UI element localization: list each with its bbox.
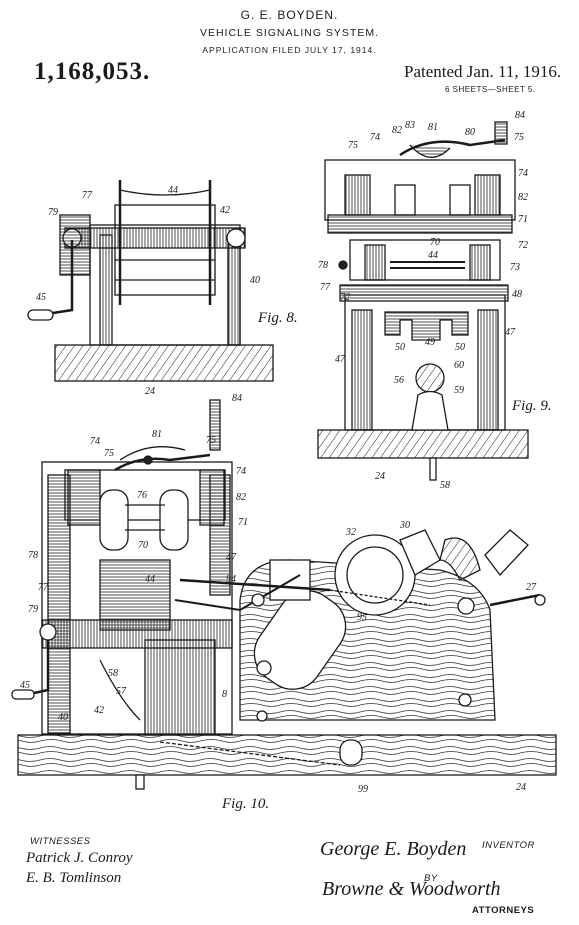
- label-77: 77: [38, 582, 49, 593]
- label-49: 49: [425, 337, 435, 348]
- label-82: 82: [236, 492, 246, 503]
- sheet-count: 6 SHEETS—SHEET 5.: [445, 85, 536, 94]
- label-81: 81: [428, 122, 438, 133]
- label-84: 84: [515, 110, 525, 121]
- inventor-signature: George E. Boyden: [320, 838, 467, 860]
- label-77: 77: [82, 190, 93, 201]
- label-95: 95: [357, 612, 367, 623]
- label-45: 45: [20, 680, 30, 691]
- witness-1-signature: Patrick J. Conroy: [26, 850, 133, 866]
- attorneys-label: ATTORNEYS: [472, 905, 535, 916]
- label-70: 70: [430, 237, 440, 248]
- label-45: 45: [36, 292, 46, 303]
- label-75b: 75: [206, 435, 216, 446]
- fig10-labels: 84 81 74 75 76 75 74 82 71 70 47 78 77 7…: [20, 393, 537, 812]
- label-24: 24: [375, 471, 385, 482]
- label-58: 58: [440, 480, 450, 491]
- attorneys-signature: Browne & Woodworth: [322, 878, 501, 900]
- label-47: 47: [226, 552, 237, 563]
- label-50b: 50: [455, 342, 465, 353]
- label-78: 78: [318, 260, 328, 271]
- label-47: 47: [505, 327, 516, 338]
- fig9-caption: Fig. 9.: [511, 398, 552, 414]
- label-78: 78: [28, 550, 38, 561]
- label-24: 24: [516, 782, 526, 793]
- label-48: 48: [512, 289, 522, 300]
- label-81: 81: [152, 429, 162, 440]
- label-70: 70: [138, 540, 148, 551]
- label-75: 75: [104, 448, 114, 459]
- patent-number: 1,168,053.: [34, 58, 151, 85]
- application-filed: APPLICATION FILED JULY 17, 1914.: [202, 45, 377, 55]
- label-44: 44: [168, 185, 178, 196]
- label-76: 76: [137, 490, 147, 501]
- label-44: 44: [145, 574, 155, 585]
- label-58: 58: [108, 668, 118, 679]
- label-24: 24: [145, 386, 155, 397]
- label-44: 44: [428, 250, 438, 261]
- label-50: 50: [395, 342, 405, 353]
- label-82: 82: [392, 125, 402, 136]
- witness-2-signature: E. B. Tomlinson: [26, 870, 122, 886]
- fig8-labels: 77 79 44 42 40 45 24 Fig. 8.: [36, 185, 298, 397]
- label-82b: 82: [518, 192, 528, 203]
- label-27: 27: [526, 582, 537, 593]
- figure-10: [11, 399, 557, 790]
- fig10-caption: Fig. 10.: [221, 796, 269, 812]
- label-32: 32: [345, 527, 356, 538]
- label-47b: 47: [335, 354, 346, 365]
- label-71: 71: [238, 517, 248, 528]
- inventor-name: G. E. BOYDEN.: [240, 8, 339, 22]
- label-99: 99: [358, 784, 368, 795]
- label-71: 71: [518, 214, 528, 225]
- label-79: 79: [48, 207, 58, 218]
- label-73: 73: [510, 262, 520, 273]
- figure-8: [27, 180, 274, 382]
- patent-title: VEHICLE SIGNALING SYSTEM.: [199, 27, 380, 39]
- by-label: BY: [424, 873, 438, 884]
- label-8: 8: [222, 689, 227, 700]
- witnesses-label: WITNESSES: [30, 836, 91, 847]
- label-75: 75: [514, 132, 524, 143]
- patented-date: Patented Jan. 11, 1916.: [404, 62, 562, 81]
- label-42: 42: [94, 705, 104, 716]
- label-72b: 72: [340, 292, 350, 303]
- label-56: 56: [394, 375, 404, 386]
- label-59: 59: [454, 385, 464, 396]
- label-30: 30: [399, 520, 410, 531]
- label-40: 40: [58, 712, 68, 723]
- inventor-label: INVENTOR: [482, 840, 535, 851]
- figure-9: [317, 121, 529, 481]
- label-74b: 74: [518, 168, 528, 179]
- label-77: 77: [320, 282, 331, 293]
- label-57: 57: [116, 686, 127, 697]
- label-75b: 75: [348, 140, 358, 151]
- label-40: 40: [250, 275, 260, 286]
- label-94: 94: [226, 574, 236, 585]
- label-83: 83: [405, 120, 415, 131]
- label-42: 42: [220, 205, 230, 216]
- label-60: 60: [454, 360, 464, 371]
- label-72: 72: [518, 240, 528, 251]
- label-79: 79: [28, 604, 38, 615]
- label-74: 74: [90, 436, 100, 447]
- label-80: 80: [465, 127, 475, 138]
- fig9-labels: 83 81 80 84 75 75 74 82 74 82 71 72 73 7…: [318, 110, 552, 491]
- fig8-caption: Fig. 8.: [257, 310, 298, 326]
- label-74: 74: [370, 132, 380, 143]
- label-84: 84: [232, 393, 242, 404]
- label-74b: 74: [236, 466, 246, 477]
